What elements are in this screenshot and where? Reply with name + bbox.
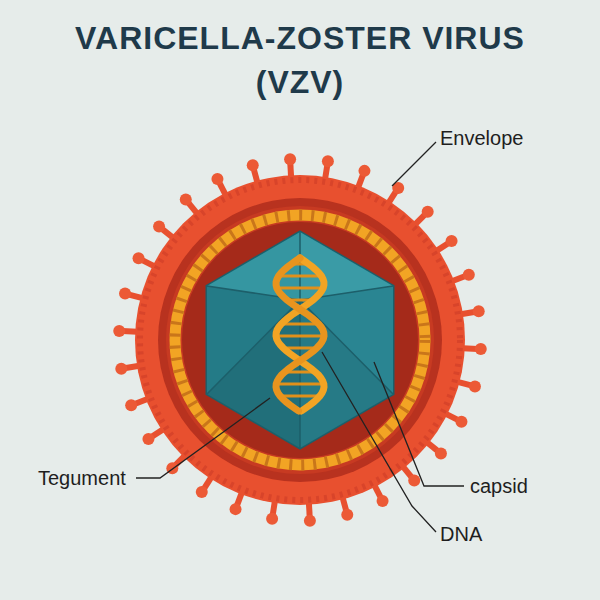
spike-knob: [211, 173, 223, 185]
spike-knob: [304, 515, 316, 527]
part-label: Tegument: [38, 466, 126, 490]
envelope: [135, 175, 465, 505]
leader-lines: [136, 142, 464, 532]
spike-knob: [358, 165, 370, 177]
spike-knob: [408, 474, 420, 486]
inner-membrane: [158, 198, 442, 482]
spike-knob: [142, 433, 154, 445]
title: VARICELLA-ZOSTER VIRUS (VZV): [50, 16, 550, 104]
spike-knob: [196, 486, 208, 498]
spike-knob: [377, 495, 389, 507]
part-label: capsid: [470, 474, 528, 498]
dna-helix: [276, 258, 324, 411]
spike-knob: [119, 288, 131, 300]
spike-knob: [341, 509, 353, 521]
spike-knob: [435, 448, 447, 460]
part-label: DNA: [440, 522, 482, 546]
spike-knob: [115, 363, 127, 375]
spike-knob: [284, 153, 296, 165]
spike-knob: [469, 380, 481, 392]
envelope-spikes: [113, 153, 487, 526]
spike-knob: [247, 159, 259, 171]
spike-knob: [475, 343, 487, 355]
spike-knob: [230, 503, 242, 515]
spike-knob: [266, 513, 278, 525]
capsid: [207, 232, 393, 448]
envelope-texture: [140, 180, 460, 500]
part-label: Envelope: [440, 126, 523, 150]
spike-knob: [463, 269, 475, 281]
spike-knob: [455, 416, 467, 428]
spike-knob: [125, 399, 137, 411]
spike-knob: [322, 155, 334, 167]
spike-knob: [473, 305, 485, 317]
spike-knob: [180, 194, 192, 206]
inner-layer: [166, 206, 434, 474]
spike-knob: [446, 235, 458, 247]
spike-knob: [133, 252, 145, 264]
tegument-twist: [175, 215, 425, 465]
spike-knob: [422, 206, 434, 218]
tegument-core: [182, 222, 418, 458]
spike-knob: [113, 325, 125, 337]
tegument-rope: [175, 215, 425, 465]
spike-knob: [153, 220, 165, 232]
